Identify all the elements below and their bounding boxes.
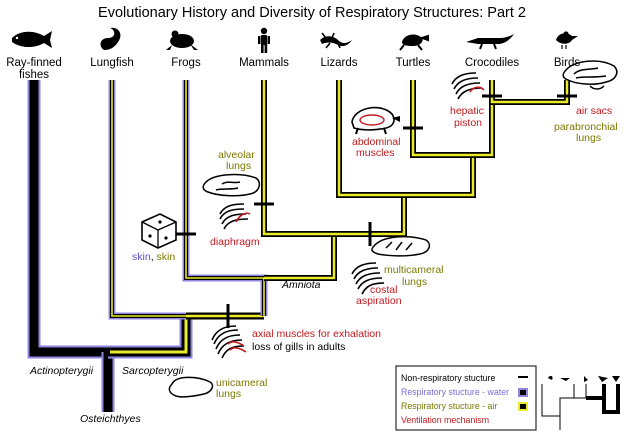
trait-alveolar-line1: alveolar <box>218 149 255 161</box>
trait-alveolar-line2: lungs <box>226 160 251 172</box>
legend-item-water: Respiratory stucture - water <box>401 387 509 397</box>
trait-unicameral-line2: lungs <box>216 388 241 400</box>
taxon-label-lungfish: Lungfish <box>90 57 133 69</box>
lizard-icon <box>320 32 352 49</box>
bird-icon <box>556 31 578 49</box>
svg-text:fishes: fishes <box>19 69 49 81</box>
trait-multicameral-line1: multicameral <box>384 264 444 276</box>
diagram-title: Evolutionary History and Diversity of Re… <box>98 5 526 21</box>
trait-loss-gills: loss of gills in adults <box>252 341 345 353</box>
trait-hepatic-line1: hepatic <box>450 105 484 117</box>
alveolar-lung-icon <box>202 173 261 197</box>
trait-ticks <box>176 94 577 328</box>
trait-air-sacs: air sacs <box>576 105 612 117</box>
trait-costal-line1: costal <box>370 284 397 296</box>
taxon-label-ray-finned: Ray-finned fishes <box>6 57 62 81</box>
trait-abdominal-line1: abdominal <box>352 136 400 148</box>
trait-abdominal-line2: muscles <box>356 147 395 159</box>
taxon-label-lizards: Lizards <box>320 57 357 69</box>
legend-item-nonresp: Non-respiratory stucture <box>401 373 495 383</box>
legend-swatch-nonresp <box>518 376 528 378</box>
tree-branches <box>27 80 570 412</box>
clade-sarcopterygii: Sarcopterygii <box>122 365 184 377</box>
air-sacs-icon <box>562 60 618 90</box>
clade-amniota: Amniota <box>281 279 321 291</box>
taxon-label-birds: Birds <box>554 57 580 69</box>
ribcage-costal-icon <box>351 262 385 295</box>
unicameral-lung-icon <box>168 376 214 398</box>
ribcage-axial-icon <box>211 325 247 359</box>
clade-actinopterygii: Actinopterygii <box>29 365 94 377</box>
mini-tree-thumbnail <box>541 375 620 430</box>
trait-diaphragm: diaphragm <box>210 236 260 248</box>
lungfish-icon <box>100 27 121 50</box>
frog-icon <box>166 30 198 50</box>
trait-parabronchial-line1: parabronchial <box>554 121 618 133</box>
skin-icon <box>141 213 177 249</box>
trait-unicameral-line1: unicameral <box>216 377 267 389</box>
fish-icon <box>12 31 52 48</box>
clade-osteichthyes: Osteichthyes <box>80 413 141 425</box>
turtle-icon <box>399 34 429 51</box>
turtle-abdominal-icon <box>351 106 400 135</box>
legend-item-mechanism: Ventilation mechanism <box>401 415 489 425</box>
trait-axial-muscles: axial muscles for exhalation <box>252 328 381 340</box>
svg-text:Ray-finned: Ray-finned <box>6 57 62 69</box>
taxon-label-crocodiles: Crocodiles <box>465 57 520 69</box>
hepatic-piston-icon <box>451 72 485 100</box>
taxon-label-turtles: Turtles <box>396 57 431 69</box>
multicameral-lung-icon <box>371 235 431 257</box>
taxon-label-frogs: Frogs <box>171 57 201 69</box>
ribcage-diaphragm-icon <box>219 203 251 230</box>
trait-skin: skin, skin <box>132 251 175 263</box>
taxon-label-mammals: Mammals <box>239 57 289 69</box>
trait-parabronchial-line2: lungs <box>576 132 601 144</box>
trait-multicameral-line2: lungs <box>402 276 427 288</box>
crocodile-icon <box>466 34 514 50</box>
trait-costal-line2: aspiration <box>356 295 402 307</box>
trait-hepatic-line2: piston <box>454 117 482 129</box>
legend-item-air: Respiratory stucture - air <box>401 401 497 411</box>
human-icon <box>258 27 270 53</box>
legend: Non-respiratory stucture Respiratory stu… <box>395 365 537 431</box>
